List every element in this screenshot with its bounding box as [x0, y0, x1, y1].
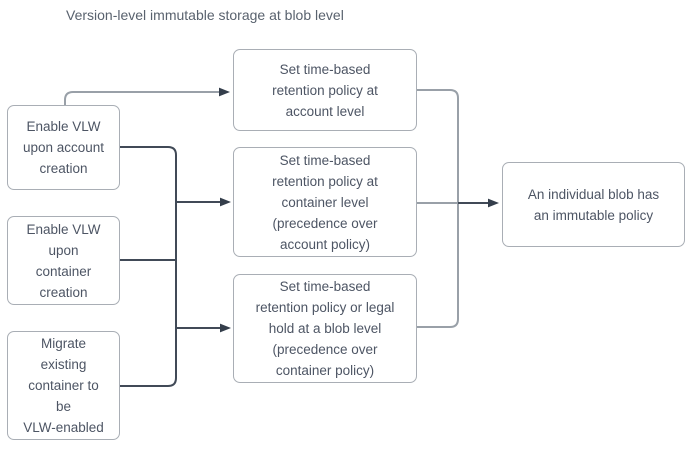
edge-blob-policy-join — [417, 318, 459, 328]
node-migrate-existing-container: Migrate existing container to be VLW-ena… — [7, 331, 120, 440]
node-immutable-blob-label: An individual blob has an immutable poli… — [527, 186, 660, 223]
node-retention-blob-level: Set time-based retention policy or legal… — [233, 274, 417, 383]
diagram-title: Version-level immutable storage at blob … — [66, 7, 344, 23]
edge-left-trunk — [120, 146, 177, 378]
arrowhead-immutable-blob — [488, 198, 499, 208]
node-enable-vlw-container-label: Enable VLW upon container creation — [26, 221, 101, 300]
node-enable-vlw-container: Enable VLW upon container creation — [7, 216, 120, 305]
node-retention-container-level-label: Set time-based retention policy at conta… — [272, 152, 378, 252]
arrowhead-blob-policy — [220, 323, 231, 333]
node-retention-account-level-label: Set time-based retention policy at accou… — [272, 61, 378, 119]
node-enable-vlw-account-label: Enable VLW upon account creation — [22, 119, 105, 176]
node-retention-container-level: Set time-based retention policy at conta… — [233, 147, 417, 257]
arrowhead-container-policy — [220, 197, 231, 207]
edge-account-to-account-policy — [64, 91, 219, 105]
arrowhead-account-policy — [219, 87, 230, 97]
node-enable-vlw-account: Enable VLW upon account creation — [7, 105, 120, 190]
edge-migrate-join — [120, 377, 177, 387]
node-migrate-existing-container-label: Migrate existing container to be VLW-ena… — [23, 336, 104, 435]
edge-right-trunk — [417, 89, 459, 319]
node-retention-blob-level-label: Set time-based retention policy or legal… — [255, 279, 395, 378]
node-immutable-blob: An individual blob has an immutable poli… — [502, 162, 685, 247]
node-retention-account-level: Set time-based retention policy at accou… — [233, 49, 417, 131]
